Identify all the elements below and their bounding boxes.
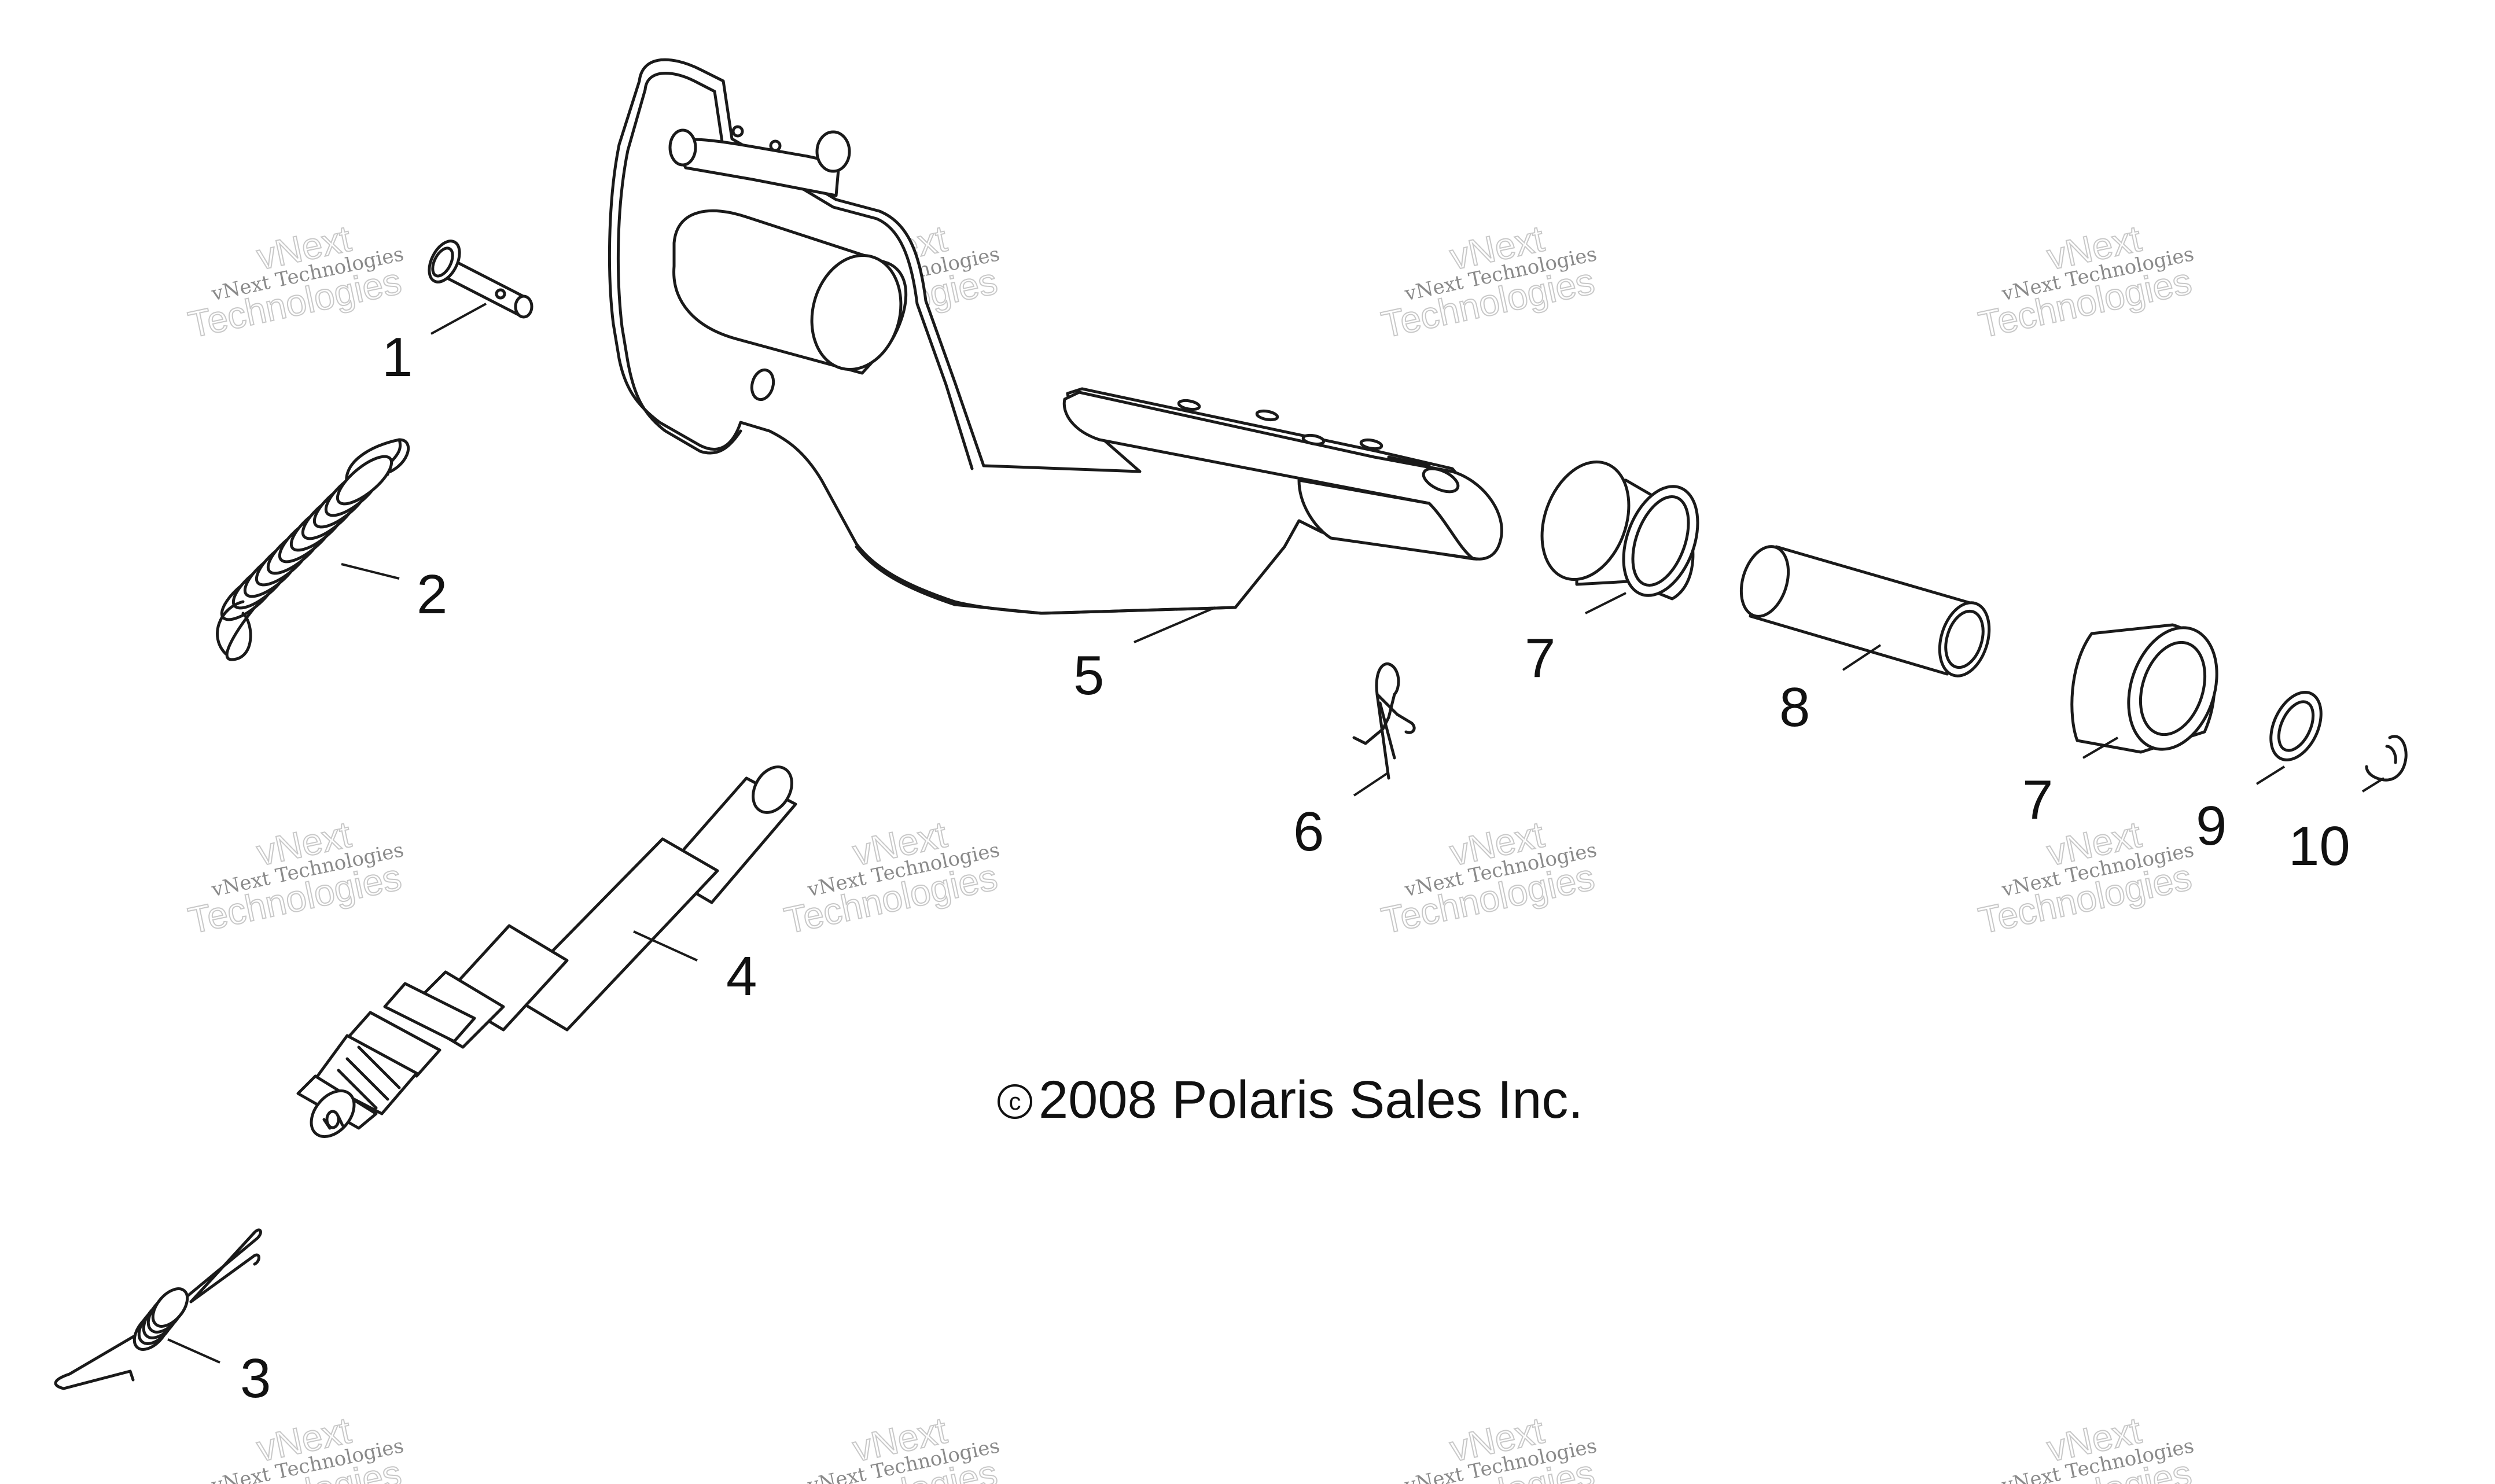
callout-9: 9 xyxy=(2196,795,2227,857)
callout-1: 1 xyxy=(382,326,413,388)
part-9-washer xyxy=(2269,691,2323,761)
part-7-bushing-upper xyxy=(1540,460,1699,601)
callout-7-lower: 7 xyxy=(2022,769,2053,831)
callout-2: 2 xyxy=(417,564,447,625)
part-10-e-clip xyxy=(2365,735,2408,782)
copyright-symbol: c xyxy=(1009,1088,1021,1115)
callout-5: 5 xyxy=(1073,645,1104,706)
leader-lines xyxy=(167,303,2385,1364)
part-4-brake-switch xyxy=(296,765,797,1138)
part-2-extension-spring xyxy=(216,438,410,661)
callout-6: 6 xyxy=(1293,801,1324,863)
part-8-sleeve xyxy=(1739,545,1991,677)
callout-10: 10 xyxy=(2288,815,2350,877)
spring-coil xyxy=(151,1287,189,1328)
copyright-text: 2008 Polaris Sales Inc. xyxy=(1039,1070,1583,1129)
callout-7-upper: 7 xyxy=(1525,627,1555,689)
part-7-bushing-lower xyxy=(2070,623,2218,754)
part-6-hair-pin xyxy=(1352,662,1416,780)
callout-labels: 1 2 3 4 5 6 7 8 7 9 10 xyxy=(240,326,2350,1409)
callout-3: 3 xyxy=(240,1347,271,1409)
copyright-circle xyxy=(998,1084,1032,1119)
callout-4: 4 xyxy=(726,945,757,1007)
part-5-brake-pedal xyxy=(608,58,1503,615)
callout-8: 8 xyxy=(1779,676,1810,738)
part-1-clevis-pin xyxy=(428,240,533,319)
part-3-torsion-spring xyxy=(54,1228,262,1390)
copyright: c 2008 Polaris Sales Inc. xyxy=(998,1070,1583,1129)
spring-coil xyxy=(336,455,393,506)
